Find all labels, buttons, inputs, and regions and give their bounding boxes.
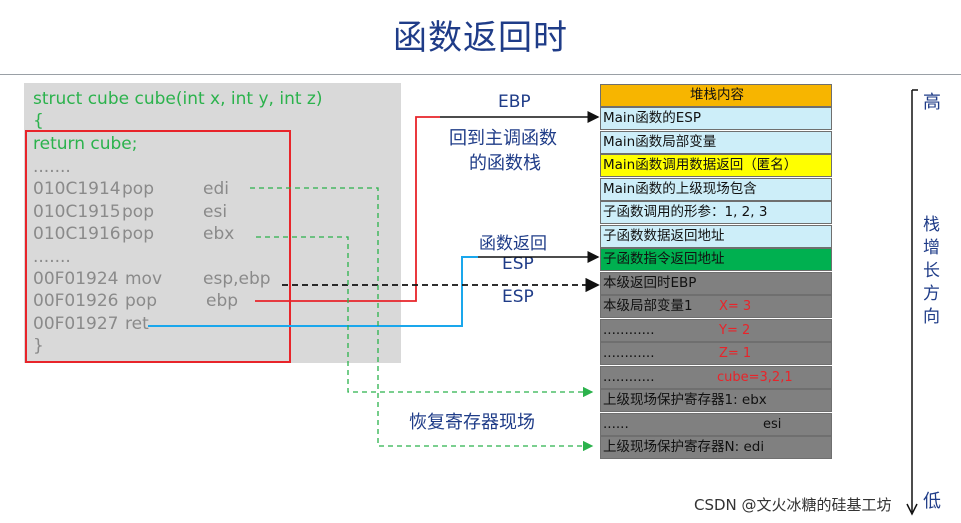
growth-char-3: 长 bbox=[923, 261, 940, 281]
ret-blue-line bbox=[148, 256, 478, 327]
asm-addr-pop-ebx: 010C1916 bbox=[33, 224, 121, 244]
open-brace: { bbox=[33, 111, 44, 131]
growth-axis-arrowhead bbox=[906, 503, 918, 516]
asm-arg-ebp: ebp bbox=[206, 291, 239, 311]
stack-cell-label: Main函数的上级现场包含 bbox=[603, 180, 757, 197]
stack-cell-value: Z= 1 bbox=[719, 346, 752, 361]
edi-green-dashed-arrow bbox=[250, 187, 594, 452]
asm-addr-pop-esi: 010C1915 bbox=[33, 202, 121, 222]
stack-cell-label: 上级现场保护寄存器N: edi bbox=[603, 439, 765, 455]
growth-char-4: 方 bbox=[923, 284, 940, 304]
stack-cell: ............ Z= 1 bbox=[600, 342, 832, 365]
stack-cell-label: 上级现场保护寄存器1: ebx bbox=[603, 392, 767, 408]
func-return-label: 函数返回 bbox=[479, 234, 547, 254]
asm-op-pop-ebx: pop bbox=[122, 224, 154, 244]
stack-cell-label: Main函数的ESP bbox=[603, 110, 701, 126]
restore-registers-label: 恢复寄存器现场 bbox=[409, 412, 535, 433]
stack-cell-label: 子函数指令返回地址 bbox=[603, 251, 725, 267]
asm-addr-ret: 00F01927 bbox=[33, 314, 119, 334]
asm-arg-esp-ebp: esp,ebp bbox=[203, 269, 271, 289]
asm-arg-esi: esi bbox=[203, 202, 228, 222]
asm-op-mov: mov bbox=[125, 269, 163, 289]
stack-cell-label: ............ bbox=[603, 321, 655, 338]
stack-cell: 子函数指令返回地址 bbox=[600, 248, 832, 271]
stack-cell-label: ............ bbox=[603, 345, 655, 361]
return-statement: return cube; bbox=[33, 134, 138, 154]
stack-cell-label: Main函数调用数据返回（匿名） bbox=[603, 157, 798, 173]
ellipsis-2: ....... bbox=[33, 247, 71, 267]
ebp-top-label: EBP bbox=[498, 92, 531, 112]
stack-cell: ............ cube=3,2,1 bbox=[600, 365, 832, 389]
code-panel bbox=[24, 83, 401, 363]
low-label: 低 bbox=[923, 491, 941, 512]
stack-cell: Main函数局部变量 bbox=[600, 130, 832, 154]
asm-op-pop-edi: pop bbox=[122, 179, 154, 199]
asm-addr-pop-ebp: 00F01926 bbox=[33, 291, 119, 311]
esp-label-upper: ESP bbox=[502, 254, 534, 274]
close-brace: } bbox=[33, 336, 44, 356]
stack-cell: 子函数数据返回地址 bbox=[600, 224, 832, 248]
stack-cell-label: ...... bbox=[603, 415, 629, 432]
asm-op-pop-ebp: pop bbox=[125, 291, 157, 311]
stack-cell: ............ Y= 2 bbox=[600, 318, 832, 342]
function-signature: struct cube cube(int x, int y, int z) bbox=[33, 89, 323, 109]
stack-cell-value: X= 3 bbox=[719, 299, 752, 314]
growth-char-2: 增 bbox=[923, 238, 940, 258]
back-to-caller-line2: 的函数栈 bbox=[469, 153, 541, 174]
stack-cell-label: Main函数局部变量 bbox=[603, 133, 717, 150]
growth-char-1: 栈 bbox=[923, 215, 940, 235]
stack-cell: Main函数调用数据返回（匿名） bbox=[600, 154, 832, 177]
stack-cell-value: cube=3,2,1 bbox=[717, 369, 793, 385]
growth-char-5: 向 bbox=[923, 307, 940, 327]
asm-arg-edi: edi bbox=[203, 179, 229, 199]
stack-cell: 本级局部变量1 X= 3 bbox=[600, 295, 832, 318]
stack-cell-value: Y= 2 bbox=[719, 322, 751, 338]
pop-ebp-red-line bbox=[255, 116, 440, 302]
asm-addr-mov: 00F01924 bbox=[33, 269, 119, 289]
csdn-watermark: CSDN @文火冰糖的硅基工坊 bbox=[694, 496, 892, 514]
stack-cell-register: esi bbox=[763, 416, 782, 432]
asm-op-pop-esi: pop bbox=[122, 202, 154, 222]
stack-cell: ...... esi bbox=[600, 412, 832, 436]
stack-cell-label: 子函数数据返回地址 bbox=[603, 227, 725, 244]
asm-op-ret: ret bbox=[125, 314, 149, 334]
asm-arg-ebx: ebx bbox=[203, 224, 235, 244]
stack-cell-label: ............ bbox=[603, 368, 655, 385]
stack-cell: Main函数的上级现场包含 bbox=[600, 177, 832, 201]
return-code-highlight-box bbox=[25, 130, 291, 363]
stack-cell: 上级现场保护寄存器N: edi bbox=[600, 436, 832, 459]
ellipsis-1: ....... bbox=[33, 157, 71, 177]
stack-cell: 本级返回时EBP bbox=[600, 271, 832, 295]
back-to-caller-line1: 回到主调函数 bbox=[449, 128, 557, 149]
high-label: 高 bbox=[923, 92, 941, 113]
esp-label-lower: ESP bbox=[502, 287, 534, 307]
asm-addr-pop-edi: 010C1914 bbox=[33, 179, 121, 199]
page-title: 函数返回时 bbox=[393, 18, 568, 58]
stack-cell-label: 本级局部变量1 bbox=[603, 298, 693, 314]
title-divider bbox=[0, 74, 961, 75]
stack-cell: 子函数调用的形参：1, 2, 3 bbox=[600, 201, 832, 224]
stack-header: 堆栈内容 bbox=[600, 84, 832, 107]
stack-cell-label: 本级返回时EBP bbox=[603, 274, 697, 291]
stack-cell-label: 子函数调用的形参：1, 2, 3 bbox=[603, 204, 768, 220]
ebx-green-dashed-arrow bbox=[256, 236, 594, 398]
stack-cell: Main函数的ESP bbox=[600, 107, 832, 130]
stack-cell: 上级现场保护寄存器1: ebx bbox=[600, 389, 832, 412]
